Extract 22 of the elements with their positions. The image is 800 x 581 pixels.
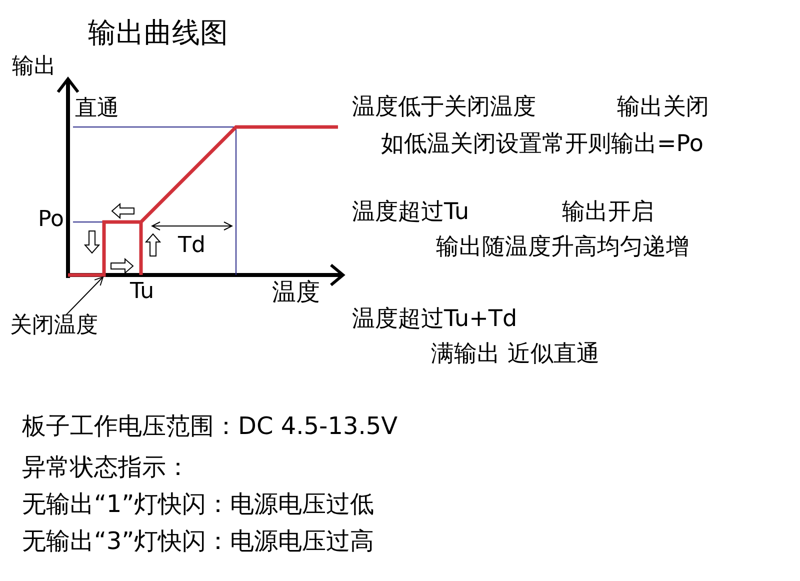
axis-label: 直通 <box>75 96 119 122</box>
callout-label: 关闭温度 <box>10 313 98 338</box>
note-text: 输出随温度升高均匀递增 <box>436 234 689 260</box>
note-text: 满输出 近似直通 <box>431 341 600 368</box>
note-text: 无输出“3”灯快闪：电源电压过高 <box>22 528 374 556</box>
chart-title: 输出曲线图 <box>88 17 228 50</box>
note-text: 无输出“1”灯快闪：电源电压过低 <box>22 491 374 519</box>
note-text: 温度低于关闭温度 <box>352 94 536 120</box>
note-text: 温度超过Tu+Td <box>352 306 518 332</box>
dimension-label: Td <box>178 233 206 258</box>
axis-label: Tu <box>130 279 154 304</box>
note-text: 异常状态指示： <box>22 454 190 482</box>
note-text: 输出关闭 <box>617 94 709 120</box>
axis-label: Po <box>38 207 64 232</box>
note-text: 如低温关闭设置常开则输出=Po <box>381 131 704 158</box>
axis-label: 输出 <box>12 54 56 80</box>
note-text: 温度超过Tu <box>352 199 470 226</box>
note-text: 输出开启 <box>562 199 654 226</box>
note-text: 板子工作电压范围：DC 4.5-13.5V <box>22 413 398 441</box>
output-curve <box>66 125 340 277</box>
leader-line <box>66 276 104 316</box>
axis-label: 温度 <box>272 279 320 307</box>
